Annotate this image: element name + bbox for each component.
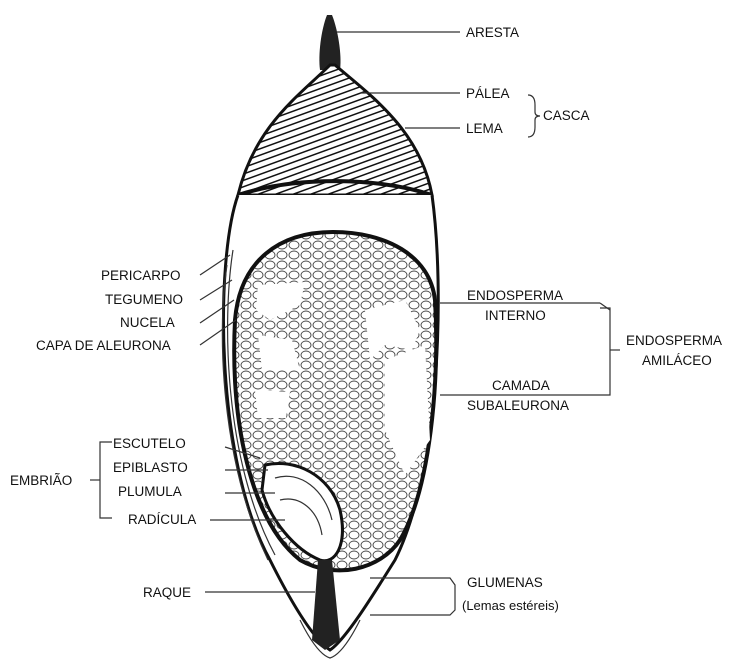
label-tegumeno: TEGUMENO <box>105 292 183 307</box>
awn <box>319 15 340 70</box>
label-endosperma-interno-2: INTERNO <box>485 308 546 323</box>
label-escutelo: ESCUTELO <box>113 436 186 451</box>
label-camada-2: SUBALEURONA <box>467 398 569 413</box>
label-aresta: ARESTA <box>466 25 519 40</box>
label-endosperma-interno-1: ENDOSPERMA <box>467 288 563 303</box>
label-raque: RAQUE <box>143 585 191 600</box>
label-lema: LEMA <box>466 121 503 136</box>
label-glumenas: GLUMENAS <box>467 575 543 590</box>
label-plumula: PLUMULA <box>118 484 182 499</box>
label-nucela: NUCELA <box>120 315 175 330</box>
label-casca: CASCA <box>543 108 590 123</box>
label-endosperma-amilaceo-2: AMILÁCEO <box>642 353 712 368</box>
label-capa-aleurona: CAPA DE ALEURONA <box>36 338 171 353</box>
hull-top <box>238 65 432 195</box>
label-palea: PÁLEA <box>466 86 510 101</box>
label-epiblasto: EPIBLASTO <box>113 460 188 475</box>
label-radicula: RADÍCULA <box>128 512 196 527</box>
label-embriao: EMBRIÃO <box>10 473 72 488</box>
label-camada-1: CAMADA <box>492 378 550 393</box>
label-endosperma-amilaceo-1: ENDOSPERMA <box>626 333 722 348</box>
label-lemas-estereis: (Lemas estéreis) <box>462 598 559 613</box>
label-pericarpo: PERICARPO <box>101 268 181 283</box>
